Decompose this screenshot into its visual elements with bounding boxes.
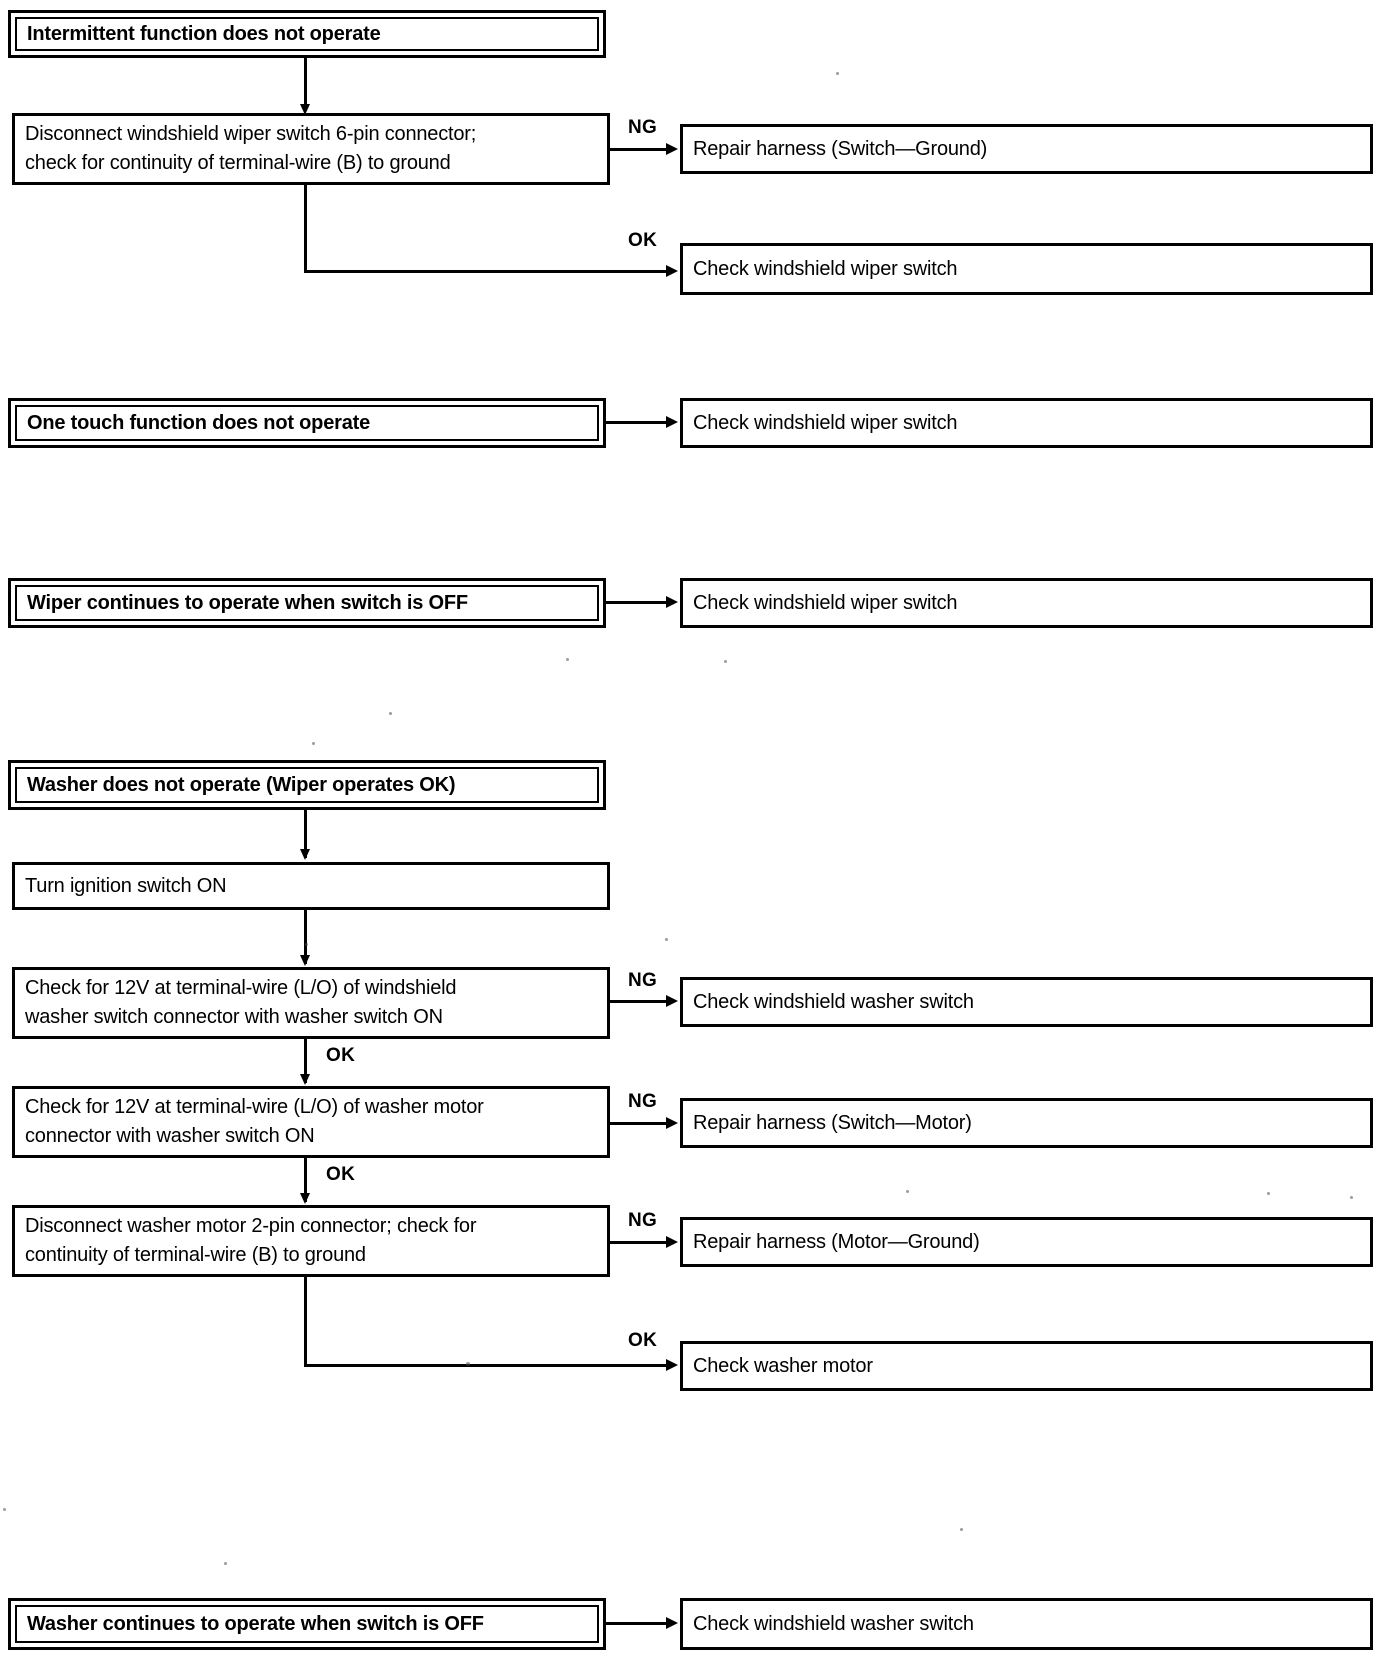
section-header-label: Wiper continues to operate when switch i… bbox=[27, 591, 468, 614]
result-text: Check windshield wiper switch bbox=[693, 257, 958, 280]
section-header-label: One touch function does not operate bbox=[27, 411, 371, 434]
arrow-right-icon bbox=[666, 143, 678, 155]
branch-label-ok: OK bbox=[628, 1330, 658, 1351]
connector-one-touch-to-result bbox=[606, 421, 668, 424]
result-box-check-washer-switch-2: Check windshield washer switch bbox=[680, 1598, 1373, 1650]
arrow-right-icon bbox=[666, 1617, 678, 1629]
connector-washer-step3-ok bbox=[304, 1158, 307, 1202]
step-text: Turn ignition switch ON bbox=[25, 874, 227, 897]
arrow-right-icon bbox=[666, 596, 678, 608]
arrow-right-icon bbox=[666, 416, 678, 428]
scan-speck bbox=[1267, 1192, 1270, 1195]
result-text: Repair harness (Switch—Ground) bbox=[693, 137, 988, 160]
result-text: Check windshield washer switch bbox=[693, 990, 974, 1013]
scan-speck bbox=[305, 943, 308, 946]
scan-speck bbox=[466, 1362, 470, 1366]
header-inner-frame: Washer does not operate (Wiper operates … bbox=[15, 767, 599, 803]
header-inner-frame: Washer continues to operate when switch … bbox=[15, 1605, 599, 1643]
result-text: Repair harness (Switch—Motor) bbox=[693, 1111, 972, 1134]
connector-intermittent-header-to-step1 bbox=[304, 58, 307, 108]
step-text: Check for 12V at terminal-wire (L/O) of … bbox=[25, 1096, 484, 1147]
branch-label-ok: OK bbox=[628, 230, 658, 251]
arrow-right-icon bbox=[666, 995, 678, 1007]
section-header-washer-continues: Washer continues to operate when switch … bbox=[8, 1598, 606, 1650]
arrow-down-icon bbox=[300, 955, 310, 966]
connector-washer-step2-ng bbox=[610, 1000, 668, 1003]
connector-washer-step2-ok bbox=[304, 1039, 307, 1083]
connector-washer-header-to-step1 bbox=[304, 810, 307, 858]
step-box-washer-4: Disconnect washer motor 2-pin connector;… bbox=[12, 1205, 610, 1277]
connector-intermittent-step1-ok-vertical bbox=[304, 185, 307, 273]
section-header-one-touch: One touch function does not operate bbox=[8, 398, 606, 448]
connector-intermittent-step1-ok-horizontal bbox=[304, 270, 668, 273]
arrow-right-icon bbox=[666, 1236, 678, 1248]
result-box-check-wiper-switch-1: Check windshield wiper switch bbox=[680, 243, 1373, 295]
connector-washer-continues-to-result bbox=[606, 1622, 668, 1625]
result-text: Check washer motor bbox=[693, 1354, 873, 1377]
result-box-check-washer-motor: Check washer motor bbox=[680, 1341, 1373, 1391]
step-box-washer-3: Check for 12V at terminal-wire (L/O) of … bbox=[12, 1086, 610, 1158]
step-box-intermittent-1: Disconnect windshield wiper switch 6-pin… bbox=[12, 113, 610, 185]
result-box-repair-harness-motor-ground: Repair harness (Motor—Ground) bbox=[680, 1217, 1373, 1267]
section-header-wiper-continues: Wiper continues to operate when switch i… bbox=[8, 578, 606, 628]
scan-speck bbox=[566, 658, 569, 661]
result-box-repair-harness-switch-ground: Repair harness (Switch—Ground) bbox=[680, 124, 1373, 174]
result-text: Check windshield wiper switch bbox=[693, 411, 958, 434]
connector-wiper-continues-to-result bbox=[606, 601, 668, 604]
scan-speck bbox=[224, 1562, 227, 1565]
arrow-down-icon bbox=[300, 104, 310, 115]
branch-label-ng: NG bbox=[628, 1091, 658, 1112]
header-inner-frame: Wiper continues to operate when switch i… bbox=[15, 585, 599, 621]
step-text: Disconnect washer motor 2-pin connector;… bbox=[25, 1215, 477, 1266]
arrow-right-icon bbox=[666, 265, 678, 277]
arrow-down-icon bbox=[300, 1193, 310, 1204]
branch-label-ng: NG bbox=[628, 970, 658, 991]
branch-label-ok: OK bbox=[326, 1045, 356, 1066]
step-text: Check for 12V at terminal-wire (L/O) of … bbox=[25, 977, 457, 1028]
result-text: Check windshield wiper switch bbox=[693, 591, 958, 614]
result-box-repair-harness-switch-motor: Repair harness (Switch—Motor) bbox=[680, 1098, 1373, 1148]
scan-speck bbox=[724, 660, 727, 663]
step-box-washer-1: Turn ignition switch ON bbox=[12, 862, 610, 910]
scan-speck bbox=[665, 938, 668, 941]
scan-speck bbox=[836, 72, 839, 75]
arrow-right-icon bbox=[666, 1359, 678, 1371]
scan-speck bbox=[906, 1190, 909, 1193]
branch-label-ok: OK bbox=[326, 1164, 356, 1185]
arrow-down-icon bbox=[300, 849, 310, 860]
connector-intermittent-step1-ng bbox=[610, 148, 668, 151]
section-header-intermittent: Intermittent function does not operate bbox=[8, 10, 606, 58]
scan-speck bbox=[1350, 1196, 1353, 1199]
result-text: Check windshield washer switch bbox=[693, 1612, 974, 1635]
branch-label-ng: NG bbox=[628, 117, 658, 138]
step-box-washer-2: Check for 12V at terminal-wire (L/O) of … bbox=[12, 967, 610, 1039]
scan-speck bbox=[960, 1528, 963, 1531]
connector-washer-step1-to-step2 bbox=[304, 910, 307, 964]
step-text: Disconnect windshield wiper switch 6-pin… bbox=[25, 123, 477, 174]
connector-washer-step4-ok-horizontal bbox=[304, 1364, 668, 1367]
header-inner-frame: Intermittent function does not operate bbox=[15, 17, 599, 51]
result-text: Repair harness (Motor—Ground) bbox=[693, 1230, 980, 1253]
section-header-washer-no-operate: Washer does not operate (Wiper operates … bbox=[8, 760, 606, 810]
section-header-label: Intermittent function does not operate bbox=[27, 22, 381, 45]
result-box-check-wiper-switch-3: Check windshield wiper switch bbox=[680, 578, 1373, 628]
result-box-check-wiper-switch-2: Check windshield wiper switch bbox=[680, 398, 1373, 448]
section-header-label: Washer continues to operate when switch … bbox=[27, 1612, 484, 1635]
scan-speck bbox=[3, 1508, 6, 1511]
arrow-right-icon bbox=[666, 1117, 678, 1129]
section-header-label: Washer does not operate (Wiper operates … bbox=[27, 773, 456, 796]
connector-washer-step3-ng bbox=[610, 1122, 668, 1125]
scan-speck bbox=[312, 742, 315, 745]
result-box-check-washer-switch-1: Check windshield washer switch bbox=[680, 977, 1373, 1027]
arrow-down-icon bbox=[300, 1074, 310, 1085]
connector-washer-step4-ok-vertical bbox=[304, 1277, 307, 1367]
connector-washer-step4-ng bbox=[610, 1241, 668, 1244]
header-inner-frame: One touch function does not operate bbox=[15, 405, 599, 441]
branch-label-ng: NG bbox=[628, 1210, 658, 1231]
scan-speck bbox=[389, 712, 392, 715]
